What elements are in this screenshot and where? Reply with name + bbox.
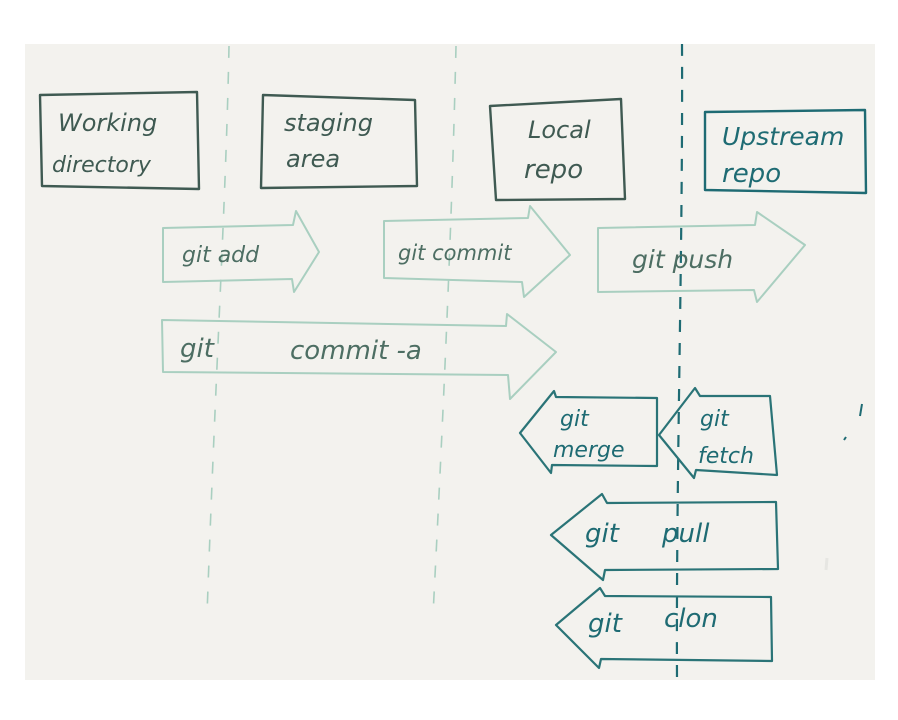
git-fetch-arrow: git fetch bbox=[657, 386, 779, 480]
local-repo-label-line2: repo bbox=[524, 155, 583, 185]
upstream-repo-label-line2: repo bbox=[722, 159, 781, 189]
git-merge-arrow: git merge bbox=[518, 389, 659, 475]
git-push-arrow-shape bbox=[597, 211, 806, 303]
area-dividers bbox=[206, 43, 684, 681]
git-add-label: git add bbox=[182, 243, 260, 268]
stray-mark bbox=[843, 436, 847, 441]
working-directory-box-outline bbox=[38, 90, 201, 191]
upstream-repo-box: Upstream repo bbox=[703, 108, 868, 195]
staging-area-box: staging area bbox=[259, 93, 419, 190]
staging-area-box-outline bbox=[259, 93, 419, 190]
git-fetch-arrow-shape bbox=[657, 386, 779, 480]
git-commit-a-label-part1: git bbox=[180, 334, 215, 364]
git-commit-a-arrow: git commit -a bbox=[161, 313, 557, 400]
git-add-arrow: git add bbox=[162, 210, 320, 293]
paper-background bbox=[25, 44, 875, 680]
backward-arrows: git merge git fetch git pull git clon bbox=[518, 386, 780, 670]
working-directory-label-line2: directory bbox=[52, 153, 152, 178]
git-push-arrow: git push bbox=[597, 211, 806, 303]
local-repo-box: Local repo bbox=[488, 97, 627, 202]
git-commit-arrow-shape bbox=[383, 205, 571, 298]
git-clone-label-part2: clon bbox=[664, 604, 718, 634]
git-merge-arrow-shape bbox=[518, 389, 659, 475]
git-commit-arrow: git commit bbox=[383, 205, 571, 298]
area-boxes: Working directory staging area Local rep… bbox=[38, 90, 868, 202]
git-merge-label-line1: git bbox=[560, 407, 590, 432]
working-directory-box: Working directory bbox=[38, 90, 201, 191]
staging-area-label-line2: area bbox=[286, 145, 340, 173]
upstream-repo-box-outline bbox=[703, 108, 868, 195]
git-pull-arrow-shape bbox=[549, 492, 780, 582]
forward-arrows: git add git commit git push git commit -… bbox=[161, 205, 806, 400]
git-pull-label-part2: pull bbox=[661, 519, 710, 549]
stray-pen-marks bbox=[824, 403, 863, 571]
git-clone-arrow: git clon bbox=[554, 586, 774, 670]
divider-working-staging bbox=[206, 45, 230, 616]
divider-staging-local bbox=[432, 45, 457, 616]
git-clone-label-part1: git bbox=[588, 609, 623, 639]
working-directory-label-line1: Working bbox=[58, 109, 157, 137]
git-pull-arrow: git pull bbox=[549, 492, 780, 582]
git-commit-a-arrow-shape bbox=[161, 313, 557, 400]
git-fetch-label-line1: git bbox=[700, 407, 730, 432]
git-pull-label-part1: git bbox=[585, 519, 620, 549]
staging-area-label-line1: staging bbox=[284, 109, 373, 137]
git-merge-label-line2: merge bbox=[553, 438, 625, 463]
upstream-repo-label-line1: Upstream bbox=[722, 122, 844, 151]
git-commit-label: git commit bbox=[398, 241, 512, 265]
git-fetch-label-line2: fetch bbox=[698, 444, 754, 469]
local-repo-box-outline bbox=[488, 97, 627, 202]
git-clone-arrow-shape bbox=[554, 586, 774, 670]
git-push-label: git push bbox=[632, 245, 733, 274]
git-add-arrow-shape bbox=[162, 210, 320, 293]
stray-mark bbox=[824, 557, 829, 571]
git-commit-a-label-part2: commit -a bbox=[290, 336, 422, 366]
local-repo-label-line1: Local bbox=[528, 116, 591, 144]
stray-mark bbox=[859, 403, 863, 417]
